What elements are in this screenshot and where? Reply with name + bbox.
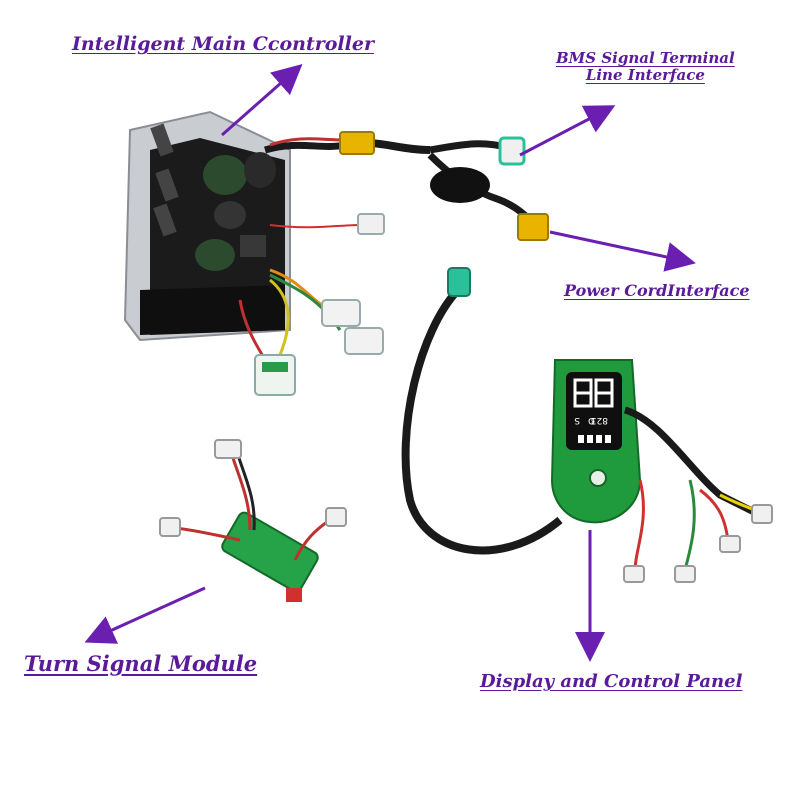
arrow-bms — [519, 105, 616, 157]
label-power-cord: Power CordInterface — [564, 281, 750, 300]
label-bms-line1: BMS Signal Terminal — [556, 49, 735, 67]
label-main-controller: Intelligent Main Ccontroller — [72, 33, 374, 55]
wiring-harness — [339, 131, 549, 241]
display-sub-left: S — [574, 415, 580, 425]
display-small-digits: 823 — [591, 415, 608, 425]
display-sub-right: D — [588, 415, 595, 425]
label-bms-interface: BMS Signal Terminal Line Interface — [556, 49, 735, 85]
label-bms-line2: Line Interface — [585, 66, 705, 85]
display-panel — [401, 267, 773, 583]
turn-signal-module — [159, 439, 347, 602]
arrow-main-controller — [221, 64, 303, 137]
main-controller — [123, 110, 385, 396]
label-turn-signal: Turn Signal Module — [24, 651, 258, 676]
callout-arrows — [84, 64, 696, 662]
label-display-panel: Display and Control Panel — [480, 671, 743, 692]
arrow-power — [549, 230, 696, 272]
arrow-turn-signal — [84, 586, 206, 644]
display-digit-area — [573, 378, 614, 443]
